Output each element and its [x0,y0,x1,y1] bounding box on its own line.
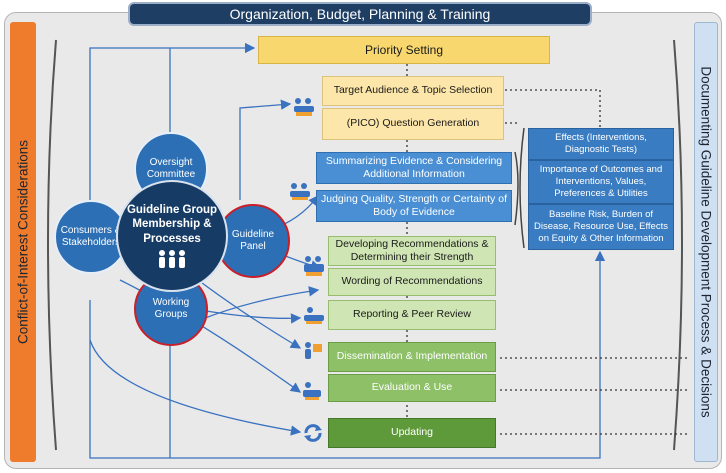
top-bar-label: Organization, Budget, Planning & Trainin… [229,6,491,22]
priority-setting-box: Priority Setting [258,36,550,64]
evaluation-use-label: Evaluation & Use [371,381,453,394]
dissemination-label: Dissemination & Implementation [336,350,488,363]
conflict-of-interest-bar: Conflict-of-Interest Considerations [10,22,36,462]
pico-question-label: (PICO) Question Generation [346,117,480,130]
reporting-peer-review-box: Reporting & Peer Review [328,300,496,330]
wording-recommendations-label: Wording of Recommendations [341,275,483,288]
dissemination-box: Dissemination & Implementation [328,342,496,372]
organization-budget-bar: Organization, Budget, Planning & Trainin… [128,2,592,26]
importance-outcomes-label: Importance of Outcomes and Interventions… [539,164,663,199]
people-icon [159,250,185,269]
reporting-peer-review-label: Reporting & Peer Review [353,308,471,321]
consumers-stakeholders-circle: Consumers & Stakeholders [54,200,128,274]
guideline-panel-circle: Guideline Panel [216,204,290,278]
effects-label: Effects (Interventions, Diagnostic Tests… [555,132,647,155]
updating-box: Updating [328,418,496,448]
oversight-committee-label: Oversight Committee [146,156,196,181]
right-bar-label: Documenting Guideline Development Proces… [698,66,714,418]
updating-label: Updating [390,426,434,439]
wording-recommendations-box: Wording of Recommendations [328,268,496,296]
guideline-group-label: Guideline Group Membership & Processes [126,203,218,245]
judging-quality-box: Judging Quality, Strength or Certainty o… [316,190,512,222]
pico-question-box: (PICO) Question Generation [322,108,504,140]
consumers-stakeholders-label: Consumers & Stakeholders [60,224,122,249]
evaluation-use-box: Evaluation & Use [328,374,496,402]
priority-setting-label: Priority Setting [364,42,444,57]
target-audience-label: Target Audience & Topic Selection [333,84,493,97]
baseline-risk-box: Baseline Risk, Burden of Disease, Resour… [528,204,674,250]
summarizing-evidence-label: Summarizing Evidence & Considering Addit… [325,154,503,180]
importance-outcomes-box: Importance of Outcomes and Interventions… [528,160,674,204]
working-groups-label: Working Groups [152,296,190,321]
presenter-icon [305,342,322,359]
meeting-icon [294,98,314,116]
evaluation-icon [303,382,321,400]
left-bar-label: Conflict-of-Interest Considerations [15,139,31,345]
effects-box: Effects (Interventions, Diagnostic Tests… [528,128,674,160]
documenting-process-bar: Documenting Guideline Development Proces… [694,22,718,462]
guideline-panel-label: Guideline Panel [231,228,275,253]
judging-quality-label: Judging Quality, Strength or Certainty o… [321,192,507,218]
developing-recommendations-box: Developing Recommendations & Determining… [328,236,496,266]
team-icon [290,183,310,200]
summarizing-evidence-box: Summarizing Evidence & Considering Addit… [316,152,512,184]
developing-recommendations-label: Developing Recommendations & Determining… [335,237,489,263]
panel-meeting-icon [304,256,324,276]
refresh-icon [304,424,322,442]
baseline-risk-label: Baseline Risk, Burden of Disease, Resour… [534,209,668,244]
guideline-group-circle: Guideline Group Membership & Processes [116,180,228,292]
target-audience-box: Target Audience & Topic Selection [322,76,504,106]
review-icon [304,307,324,324]
